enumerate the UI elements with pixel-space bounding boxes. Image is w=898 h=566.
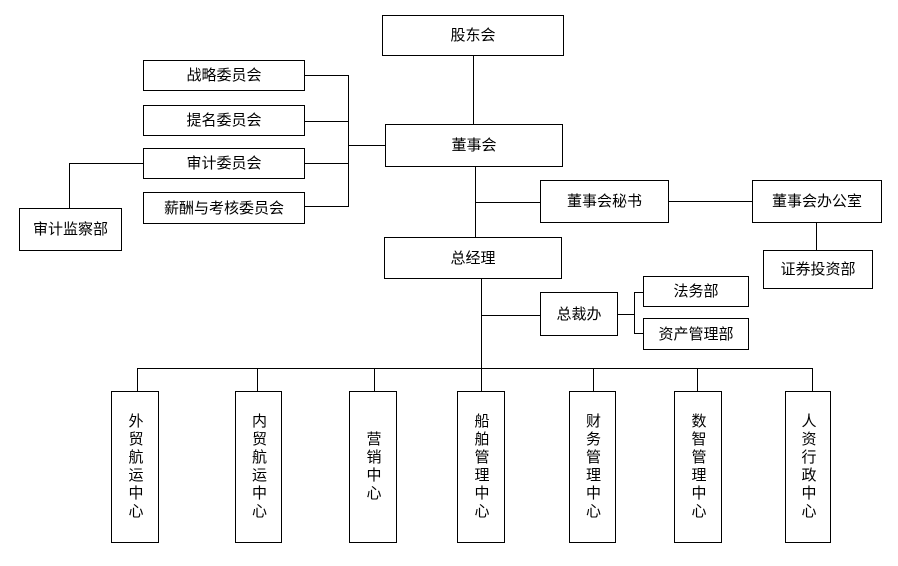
board-office-box: 董事会办公室 <box>752 180 882 223</box>
foreign-shipping-center-box: 外贸航运中心 <box>111 391 159 543</box>
shareholders-label: 股东会 <box>450 26 496 44</box>
president-office-box: 总裁办 <box>540 292 618 336</box>
compensation-committee-box: 薪酬与考核委员会 <box>143 192 305 224</box>
board-box: 董事会 <box>385 124 563 167</box>
audit-committee-label: 审计委员会 <box>186 154 262 172</box>
nomination-committee-box: 提名委员会 <box>143 105 305 136</box>
hr-admin-center-label: 人资行政中心 <box>799 413 818 521</box>
audit-committee-box: 审计委员会 <box>143 148 305 179</box>
legal-dept-label: 法务部 <box>673 282 719 300</box>
board-office-label: 董事会办公室 <box>771 192 862 210</box>
strategy-committee-label: 战略委员会 <box>186 66 262 84</box>
domestic-shipping-center-label: 内贸航运中心 <box>250 413 268 521</box>
asset-dept-box: 资产管理部 <box>643 318 749 350</box>
president-office-label: 总裁办 <box>556 304 602 323</box>
securities-dept-label: 证券投资部 <box>780 260 856 278</box>
audit-dept-label: 审计监察部 <box>32 220 108 238</box>
securities-dept-box: 证券投资部 <box>763 250 873 289</box>
general-manager-box: 总经理 <box>384 237 562 279</box>
digital-center-label: 数智管理中心 <box>689 413 708 521</box>
asset-dept-label: 资产管理部 <box>658 324 734 343</box>
legal-dept-box: 法务部 <box>643 276 749 307</box>
ship-management-center-box: 船舶管理中心 <box>457 391 505 543</box>
board-secretary-box: 董事会秘书 <box>540 180 669 223</box>
domestic-shipping-center-box: 内贸航运中心 <box>235 391 282 543</box>
marketing-center-label: 营销中心 <box>364 431 383 503</box>
board-label: 董事会 <box>451 136 497 154</box>
compensation-committee-label: 薪酬与考核委员会 <box>163 198 284 217</box>
board-secretary-label: 董事会秘书 <box>566 192 642 210</box>
finance-center-box: 财务管理中心 <box>569 391 616 543</box>
nomination-committee-label: 提名委员会 <box>186 111 262 129</box>
ship-management-center-label: 船舶管理中心 <box>472 413 491 521</box>
hr-admin-center-box: 人资行政中心 <box>785 391 831 543</box>
audit-dept-box: 审计监察部 <box>19 208 122 251</box>
strategy-committee-box: 战略委员会 <box>143 60 305 91</box>
general-manager-label: 总经理 <box>450 248 496 267</box>
finance-center-label: 财务管理中心 <box>584 413 602 521</box>
shareholders-box: 股东会 <box>382 15 564 56</box>
foreign-shipping-center-label: 外贸航运中心 <box>126 413 145 521</box>
digital-center-box: 数智管理中心 <box>674 391 722 543</box>
marketing-center-box: 营销中心 <box>349 391 397 543</box>
